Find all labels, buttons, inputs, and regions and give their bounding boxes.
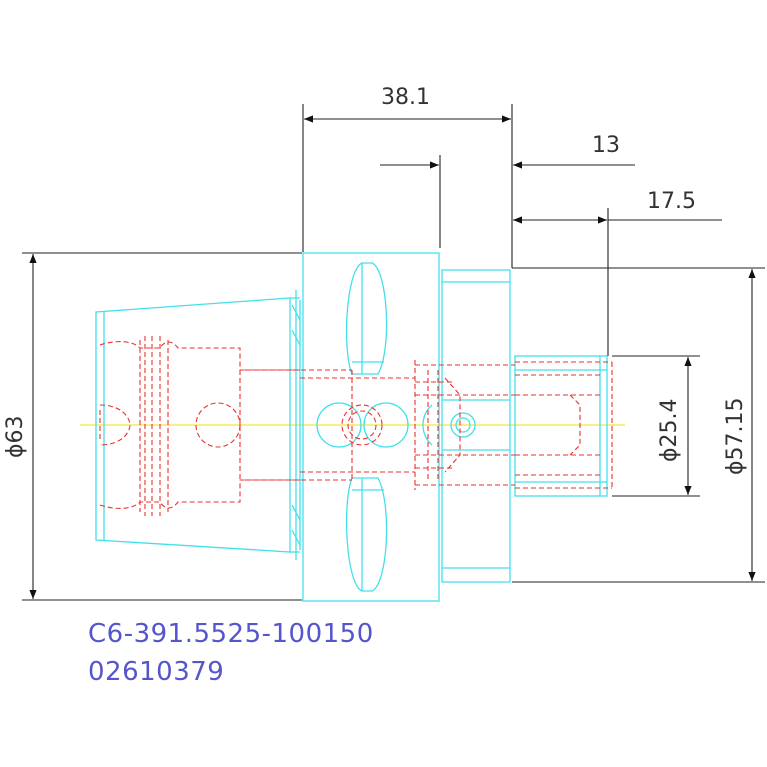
dim-hub-diameter: ϕ57.15	[723, 398, 748, 476]
hub	[441, 269, 511, 583]
dim-pilot-diameter: ϕ25.4	[657, 399, 682, 463]
dim-flange-offset: 13	[592, 133, 620, 158]
flange-body	[302, 252, 440, 602]
part-outline	[95, 252, 608, 602]
pilot	[514, 355, 608, 497]
item-code: 02610379	[88, 657, 224, 687]
dim-pilot-length: 17.5	[647, 189, 696, 214]
dim-overall-length: 38.1	[381, 85, 430, 110]
dimensions	[22, 104, 765, 601]
drive-key-top	[345, 262, 388, 375]
drive-key-bottom	[345, 477, 388, 592]
dim-outer-diameter: ϕ63	[3, 415, 28, 458]
hidden-lines	[99, 336, 613, 516]
part-number: C6-391.5525-100150	[88, 619, 374, 649]
